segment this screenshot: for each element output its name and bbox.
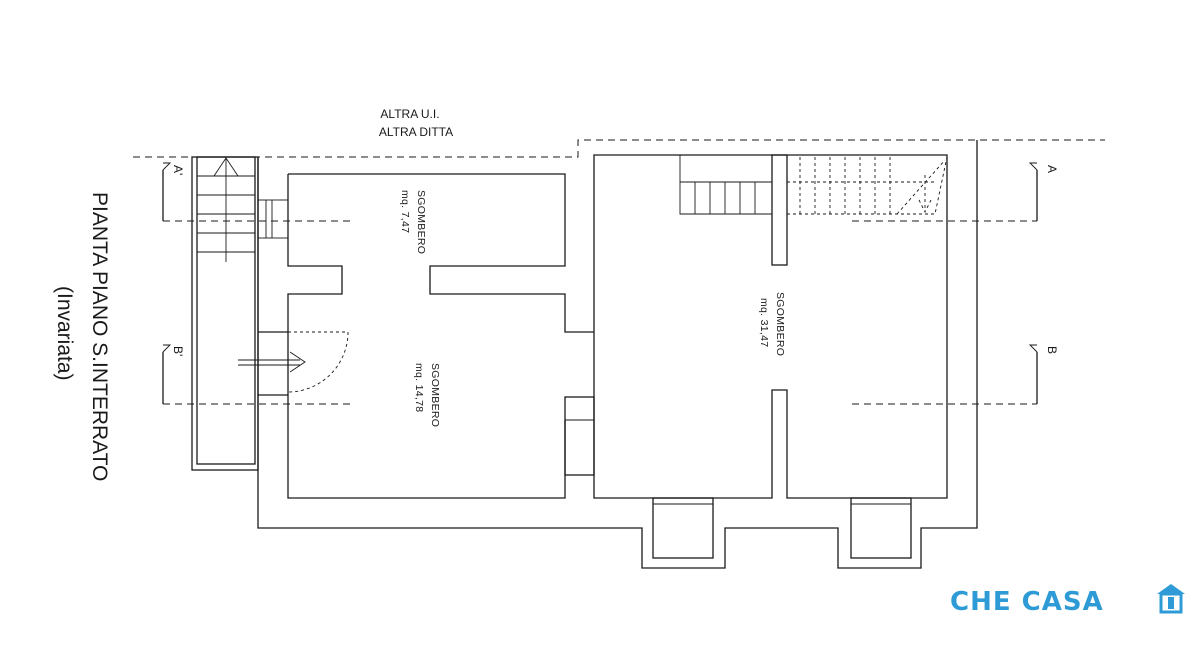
room-medium-area: mq. 14,78 [413, 363, 425, 412]
plan-title: PIANTA PIANO S.INTERRATO [88, 192, 111, 481]
internal-stair [679, 155, 948, 215]
left-stair-corridor [191, 156, 259, 471]
neighbor-label-line2: ALTRA DITTA [379, 125, 453, 139]
room-large-name: SGOMBERO [774, 292, 786, 356]
room-large [593, 154, 948, 559]
che-casa-logo: CHE CASA [950, 584, 1185, 617]
room-large-area: mq. 31,47 [758, 298, 770, 347]
section-label-b-left: B' [171, 346, 185, 356]
room-label-small: SGOMBERO mq. 7,47 [399, 190, 427, 254]
plan-subtitle: (Invariata) [53, 286, 76, 381]
property-boundary [133, 139, 1105, 158]
room-medium-name: SGOMBERO [429, 363, 441, 427]
section-line-b [162, 344, 1038, 405]
outer-wall [257, 140, 978, 569]
section-label-b-right: B [1045, 346, 1059, 354]
neighbor-label-line1: ALTRA U.I. [380, 107, 439, 121]
house-icon [1157, 584, 1185, 614]
section-label-a-left: A' [171, 165, 185, 175]
section-label-a-right: A [1045, 165, 1059, 173]
room-small-name: SGOMBERO [415, 190, 427, 254]
room-small-area: mq. 7,47 [399, 190, 411, 233]
room-label-medium: SGOMBERO mq. 14,78 [413, 363, 441, 427]
section-line-a [162, 162, 1038, 222]
room-medium [238, 331, 595, 499]
logo-text: CHE CASA [950, 587, 1104, 617]
room-label-large: SGOMBERO mq. 31,47 [758, 292, 786, 356]
room-small [257, 173, 594, 333]
